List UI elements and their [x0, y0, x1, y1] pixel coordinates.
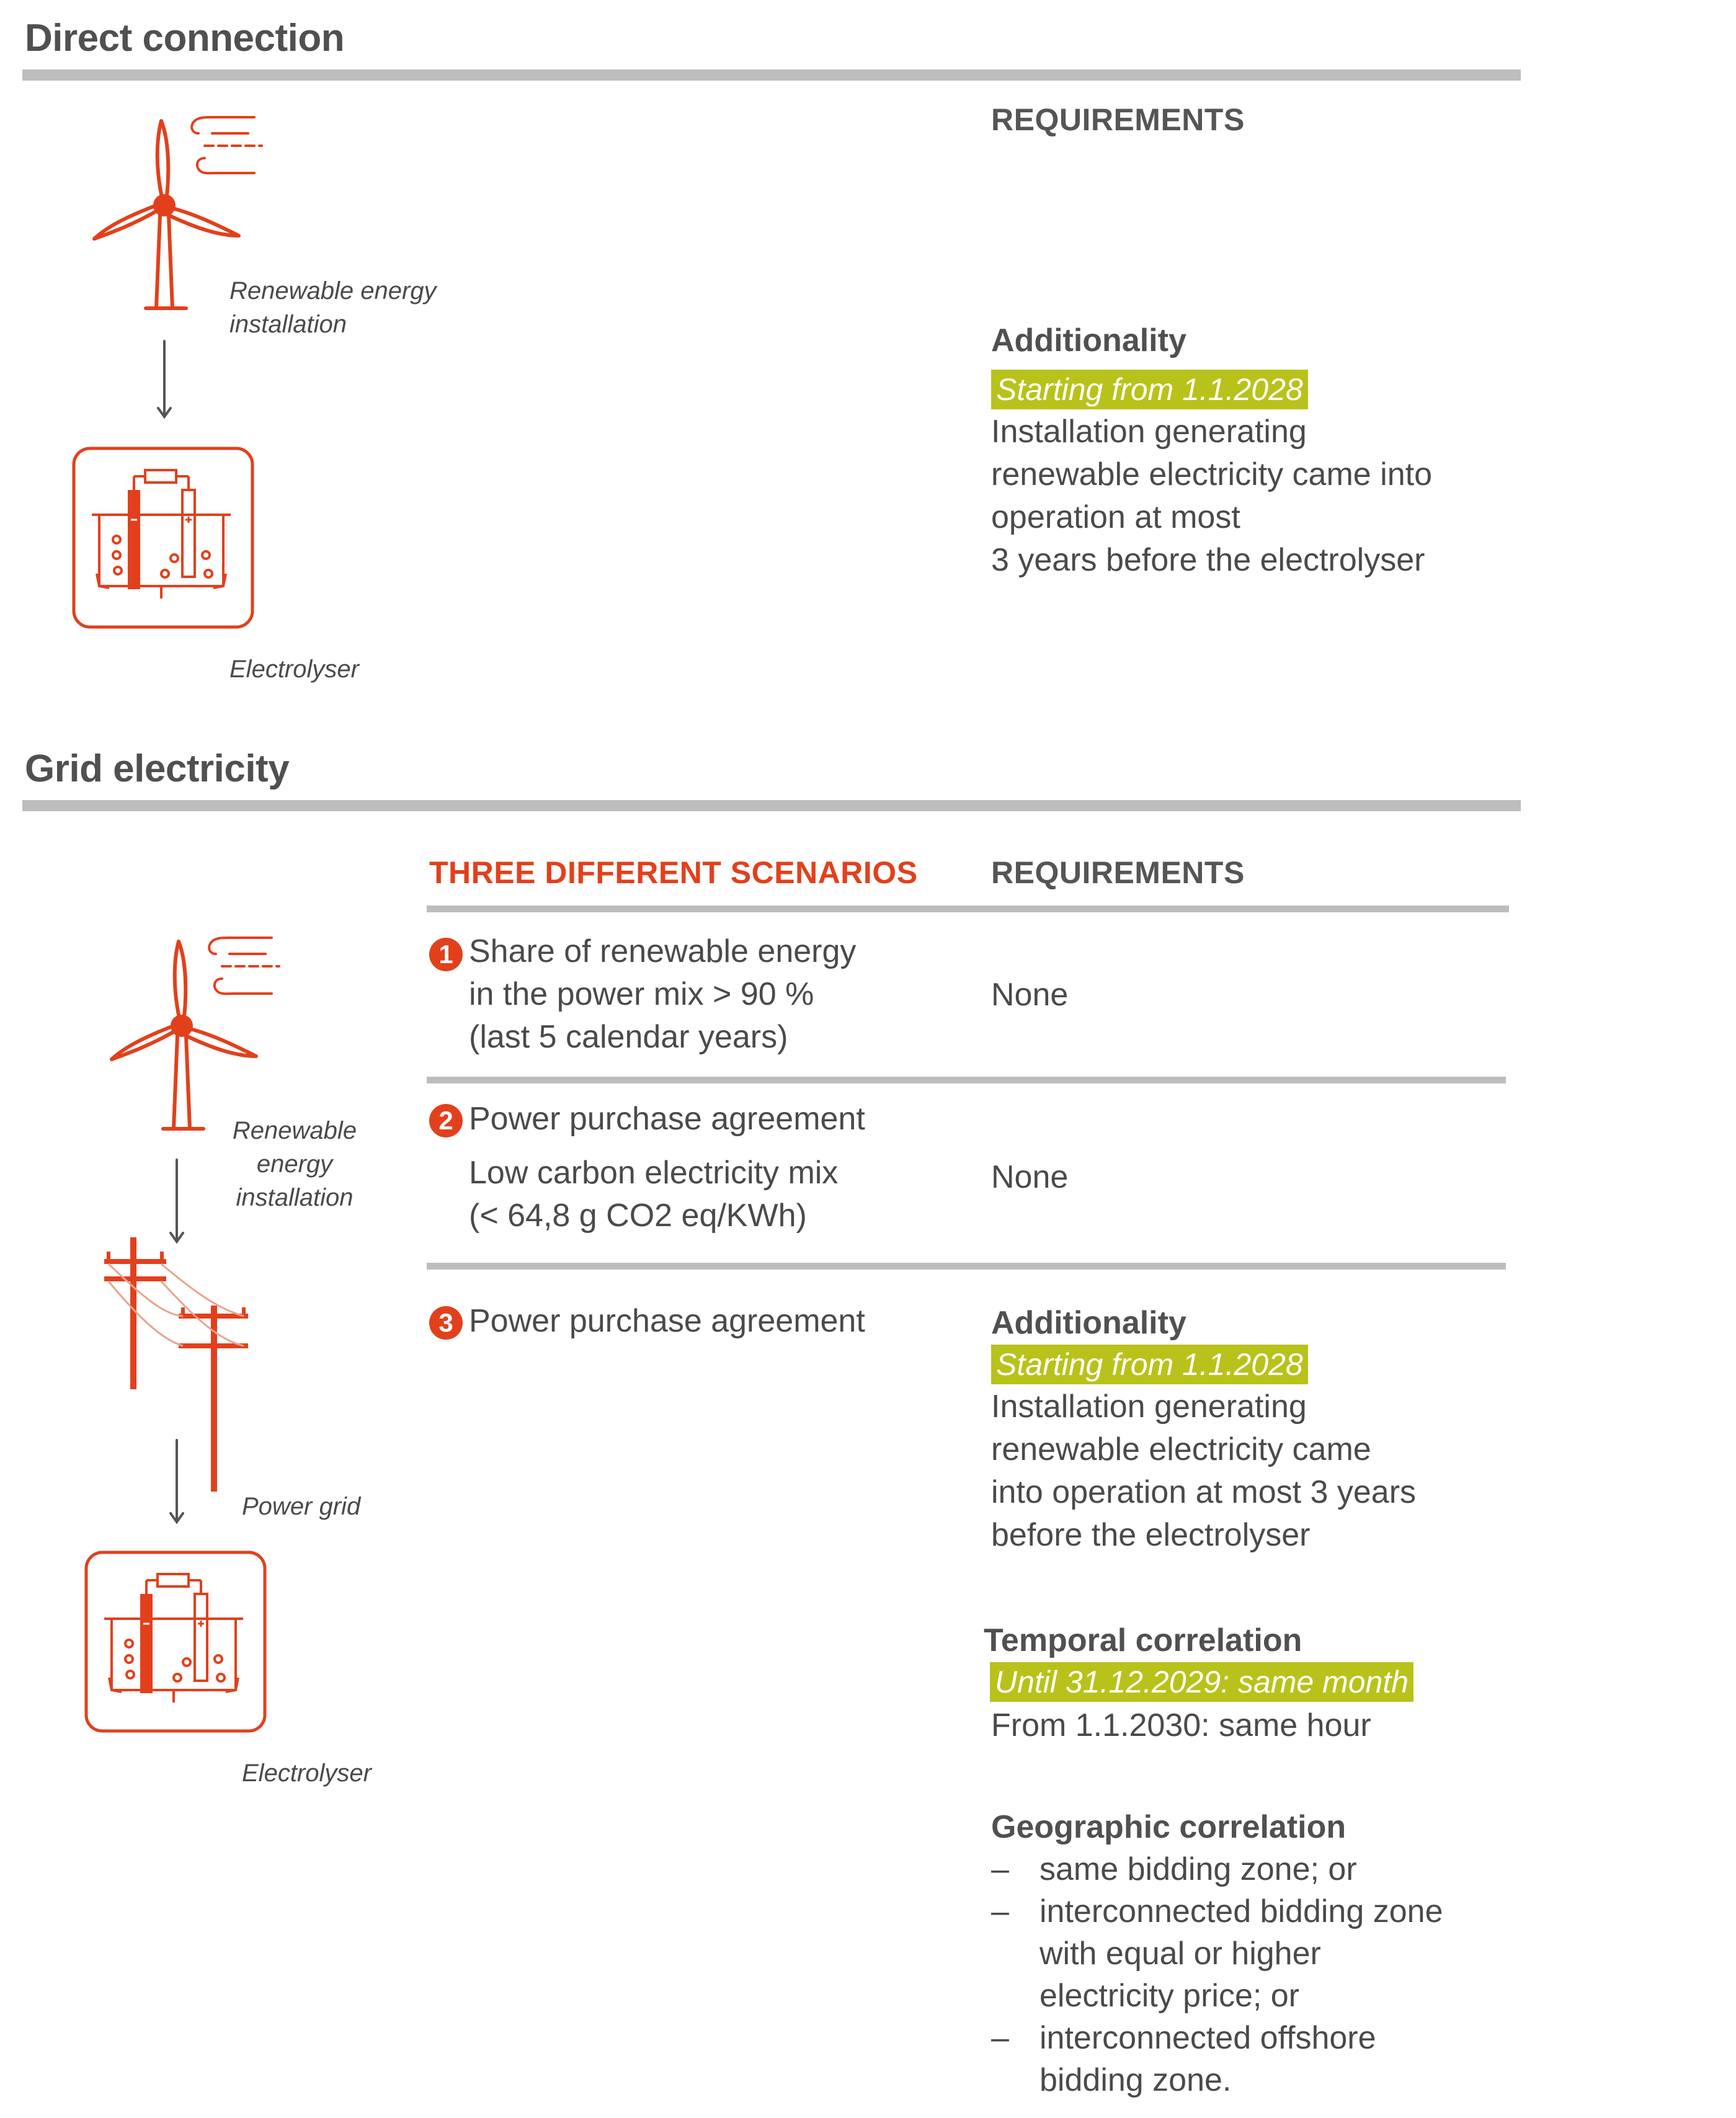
geo-item-2-line-3: electricity price; or	[1039, 1978, 1299, 2014]
direct-additionality-line-3: operation at most	[991, 499, 1240, 535]
direct-wind-label-line-1: Renewable energy	[229, 277, 437, 305]
electrolyser-icon	[72, 447, 254, 629]
scenario-2-line-1: Power purchase agreement	[469, 1101, 865, 1137]
temporal-correlation-block: Temporal correlation Until 31.12.2029: s…	[984, 1620, 1414, 1747]
list-item: interconnected bidding zone with equal o…	[991, 1890, 1443, 2017]
scenario-3-line-1: Power purchase agreement	[469, 1303, 865, 1339]
scenario-2-rule	[427, 1263, 1506, 1270]
arrow-down-icon	[169, 1159, 184, 1244]
grid-additionality-title: Additionality	[991, 1305, 1186, 1341]
scenario-1-line-3: (last 5 calendar years)	[469, 1019, 788, 1055]
grid-wind-label-line-3: installation	[236, 1184, 354, 1211]
direct-additionality-line-2: renewable electricity came into	[991, 456, 1432, 492]
wind-turbine-icon	[110, 940, 258, 1131]
grid-electrolyser-label: Electrolyser	[242, 1760, 372, 1787]
wind-gust-icon	[208, 937, 280, 995]
direct-connection-title: Direct connection	[25, 17, 345, 60]
geo-item-3-line-1: interconnected offshore	[1039, 2020, 1376, 2056]
grid-scenarios-head: THREE DIFFERENT SCENARIOS	[429, 855, 918, 890]
grid-wind-label-line-1: Renewable	[232, 1117, 357, 1144]
geo-item-2-line-1: interconnected bidding zone	[1039, 1893, 1443, 1929]
scenario-2-line-3: (< 64,8 g CO2 eq/KWh)	[469, 1198, 807, 1234]
scenario-2-number: 2	[429, 1104, 463, 1137]
grid-wind-label-line-2: energy	[256, 1150, 333, 1178]
direct-additionality-highlight: Starting from 1.1.2028	[991, 370, 1308, 409]
direct-additionality-title: Additionality	[991, 323, 1186, 358]
temporal-line: From 1.1.2030: same hour	[991, 1707, 1371, 1743]
scenario-3-number: 3	[429, 1306, 463, 1340]
geographic-correlation-block: Geographic correlation same bidding zone…	[991, 1806, 1443, 2101]
direct-electrolyser-label: Electrolyser	[229, 656, 359, 683]
grid-additionality-line-2: renewable electricity came	[991, 1431, 1371, 1467]
arrow-down-icon	[169, 1439, 184, 1524]
scenario-1-number: 1	[429, 938, 463, 971]
grid-title-rule	[22, 800, 1521, 811]
grid-additionality-line-3: into operation at most 3 years	[991, 1474, 1417, 1510]
scenario-1-rule	[427, 1077, 1506, 1083]
wind-turbine-icon	[92, 119, 241, 310]
geo-item-1-line-1: same bidding zone; or	[1039, 1851, 1357, 1887]
wind-gust-icon	[190, 116, 263, 175]
grid-wind-label: Renewable energy installation	[211, 1114, 378, 1214]
direct-wind-label-line-2: installation	[229, 311, 347, 338]
temporal-highlight: Until 31.12.2029: same month	[990, 1662, 1414, 1702]
scenario-2-text: Power purchase agreement Low carbon elec…	[469, 1098, 865, 1237]
scenario-1-line-1: Share of renewable energy	[469, 933, 857, 969]
grid-additionality-line-1: Installation generating	[991, 1389, 1307, 1425]
grid-header-rule	[427, 905, 1509, 912]
grid-additionality-line-4: before the electrolyser	[991, 1517, 1311, 1553]
list-item: same bidding zone; or	[991, 1848, 1443, 1890]
direct-additionality-line-4: 3 years before the electrolyser	[991, 542, 1425, 578]
electrolyser-icon	[84, 1551, 267, 1733]
grid-additionality-highlight: Starting from 1.1.2028	[991, 1345, 1308, 1384]
scenario-2-line-2: Low carbon electricity mix	[469, 1155, 839, 1191]
grid-requirements-head: REQUIREMENTS	[991, 855, 1245, 890]
grid-power-label: Power grid	[242, 1493, 361, 1520]
list-item: interconnected offshore bidding zone.	[991, 2017, 1443, 2101]
direct-title-rule	[22, 69, 1521, 81]
temporal-title: Temporal correlation	[984, 1622, 1302, 1658]
scenario-2-requirement: None	[991, 1159, 1069, 1195]
direct-additionality-line-1: Installation generating	[991, 414, 1307, 450]
direct-requirements-head: REQUIREMENTS	[991, 102, 1245, 137]
grid-electricity-title: Grid electricity	[25, 747, 290, 790]
geo-item-3-line-2: bidding zone.	[1039, 2062, 1232, 2098]
grid-additionality-block: Additionality Starting from 1.1.2028 Ins…	[991, 1302, 1416, 1557]
scenario-1-line-2: in the power mix > 90 %	[469, 976, 814, 1012]
scenario-1-text: Share of renewable energy in the power m…	[469, 930, 856, 1059]
power-pole-icon	[104, 1237, 248, 1492]
geographic-list: same bidding zone; or interconnected bid…	[991, 1848, 1443, 2101]
geo-item-2-line-2: with equal or higher	[1039, 1936, 1321, 1972]
arrow-down-icon	[157, 340, 172, 419]
direct-additionality-block: Additionality Starting from 1.1.2028 Ins…	[991, 320, 1432, 582]
direct-wind-label: Renewable energy installation	[229, 274, 437, 341]
geographic-title: Geographic correlation	[991, 1809, 1347, 1845]
scenario-1-requirement: None	[991, 977, 1069, 1013]
